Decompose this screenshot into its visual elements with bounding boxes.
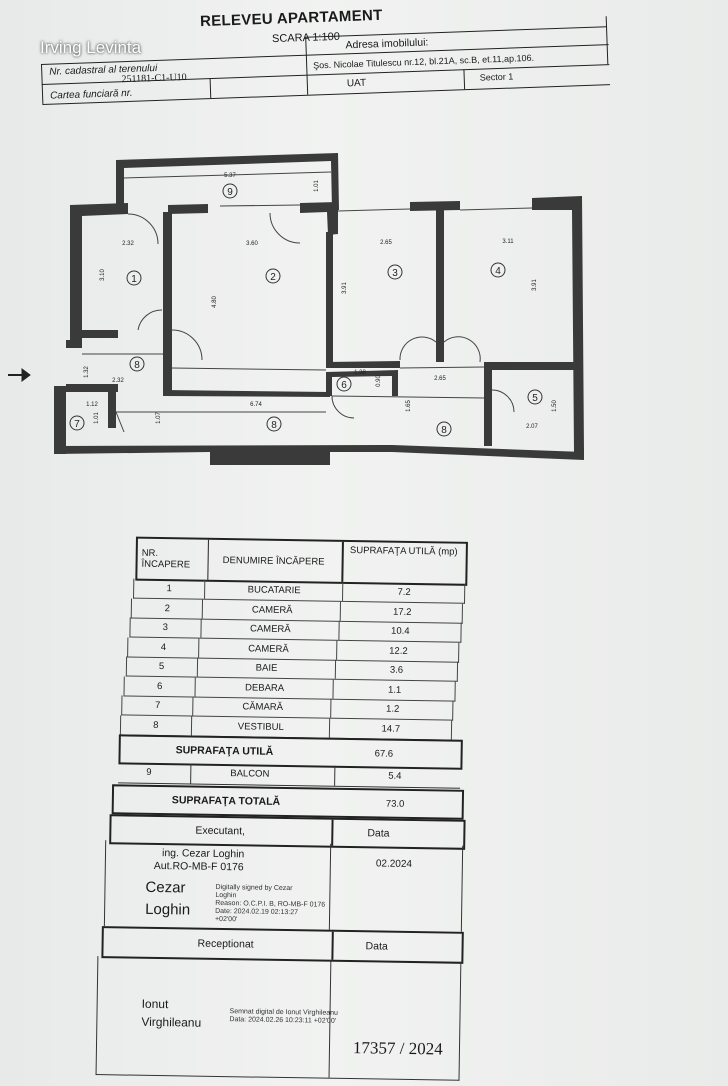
room-number-9: 9 [227,187,233,198]
table-cell-name: BAIE [196,657,336,679]
room-number-4: 4 [495,266,501,277]
executant-label: Executant, [195,824,246,838]
table-cell-name: VESTIBUL [190,716,330,738]
signature-last-name: Loghin [145,900,191,919]
table-cell-name: DEBARA [194,677,334,699]
dim-r4-height: 3.91 [532,279,538,291]
dim-hall-left-height: 1.32 [84,366,90,378]
room-number-5: 5 [532,393,538,404]
rooms-table: NR. ÎNCAPERE DENUMIRE ÎNCĂPERE SUPRAFAŢA… [87,536,475,1086]
table-cell-nr: 7 [154,699,161,712]
dim-r3-width: 2.65 [380,240,392,246]
table-cell-area: 12.2 [336,640,460,662]
dim-r1-height: 3.10 [100,269,106,281]
table-cell-nr: 8 [153,719,159,731]
total-surface-value: 73.0 [385,798,405,810]
watermark-text: Irving Levinta [40,38,142,57]
header-area: SUPRAFAŢA UTILĂ (mp) [349,544,458,558]
floor-plan: 9 1 2 3 4 8 6 5 7 8 8 5.37 1.01 2.32 3.1… [8,153,584,465]
dim-balcony-depth: 1.01 [314,180,320,192]
dim-r5-width: 2.07 [526,424,538,430]
dim-hall-right-width: 2.65 [434,376,446,382]
table-cell-area: 10.4 [338,620,462,642]
room-number-8b: 8 [271,420,277,431]
room-number-7: 7 [74,419,80,430]
table-cell-name: CAMERĂ [200,618,340,640]
receptionat-date-label: Data [365,940,388,953]
dim-r6-height: 0.90 [376,375,382,387]
room-number-1: 1 [131,274,137,285]
table-cell-name: CAMERĂ [198,638,338,660]
room-number-2: 2 [270,272,276,283]
table-cell-area: 17.2 [340,601,464,623]
table-cell-name: CĂMARĂ [192,696,332,718]
table-cell-area: 1.1 [332,679,456,701]
executant-signature: Cezar Loghin [145,877,191,922]
registration-number: 17357 / 2024 [352,1038,443,1059]
table-cell-name: BUCATARIE [204,579,344,601]
table-cell-area: 1.2 [330,698,454,720]
dim-r4-width: 3.11 [502,239,514,245]
executant-auth: Aut.RO-MB-F 0176 [153,859,244,874]
useful-surface-value: 67.6 [374,747,394,760]
header-nr: NR. ÎNCAPERE [137,538,209,580]
dim-balcony-width: 5.37 [224,173,236,179]
walls [54,153,584,465]
dim-r7-height: 1.01 [94,412,100,424]
room-number-3: 3 [392,268,398,279]
room-markers [69,183,543,437]
signature-first-name: Cezar [145,878,186,897]
table-cell-area: 7.2 [342,581,466,603]
header-name: DENUMIRE ÎNCĂPERE [205,539,344,582]
balcony-area: 5.4 [388,770,402,782]
executant-digital-note: Digitally signed by Cezar Loghin Reason:… [215,884,326,926]
receiver-first-name: Ionut [141,996,169,1012]
table-cell-nr: 4 [160,641,167,653]
useful-surface-label: SUPRAFAŢA UTILĂ [175,744,274,758]
table-cell-area: 3.6 [334,659,458,681]
executant-name: ing. Cezar Loghin [161,847,245,861]
receptionat-body: Ionut Virghileanu Semnat digital de Ionu… [95,956,462,1081]
receiver-name: Ionut Virghileanu [141,995,201,1032]
dim-hall-right-height: 1.65 [406,400,412,412]
dim-r1-width: 2.32 [122,241,134,247]
dim-r2-width: 3.60 [246,241,258,247]
dim-r3-height: 3.91 [342,282,348,294]
room-number-8c: 8 [441,425,447,436]
interior-lines [82,171,533,433]
table-cell-nr: 2 [164,602,170,614]
dim-hall-height: 1.07 [156,412,162,424]
dim-hall-width: 6.74 [250,402,262,408]
dim-hall-left-width: 2.32 [112,378,124,384]
receptionat-label: Receptionat [197,937,254,951]
room-number-6: 6 [341,380,347,391]
table-cell-nr: 5 [158,661,165,673]
balcony-nr: 9 [146,766,152,778]
table-cell-area: 14.7 [328,718,452,740]
table-cell-nr: 1 [166,583,172,595]
receiver-last-name: Virghileanu [141,1014,202,1030]
total-surface-label: SUPRAFAŢA TOTALĂ [171,794,281,808]
dim-r2-height: 4.80 [212,296,218,308]
note-line: Data: 2024.02.26 10:23:11 +02'00' [229,1016,337,1025]
dim-r6-width: 1.38 [354,370,366,376]
table-cell-name: CAMERĂ [202,599,342,621]
receiver-digital-note: Semnat digital de Ionut Virghileanu Data… [229,1008,338,1026]
executant-body: ing. Cezar Loghin Aut.RO-MB-F 0176 Cezar… [103,840,464,932]
dim-r7-width: 1.12 [86,402,98,408]
room-number-8a: 8 [134,360,140,371]
dim-r5-height: 1.50 [552,400,558,412]
executant-date-label: Data [367,827,390,840]
note-line: +02'00' [214,915,238,924]
entry-arrow-icon [8,368,31,382]
balcony-name: BALCON [230,768,270,780]
table-cell-nr: 6 [156,680,163,692]
table-cell-nr: 3 [162,622,169,634]
executant-date: 02.2024 [375,858,413,871]
